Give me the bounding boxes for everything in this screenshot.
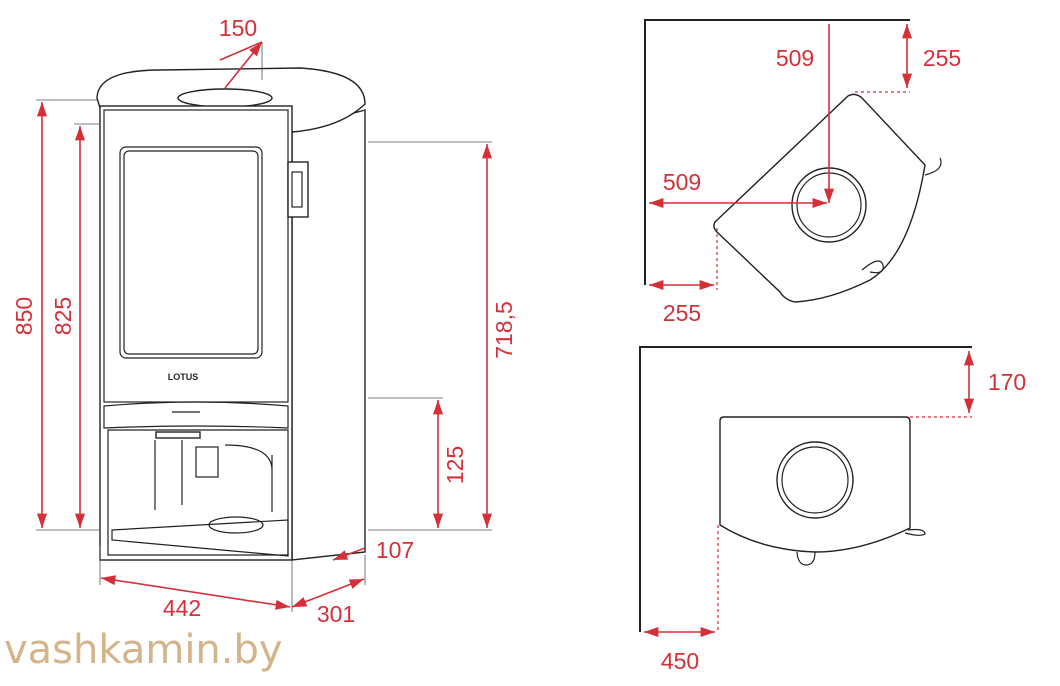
corner-guides [716,91,910,290]
log-store-inner-lines [154,440,273,512]
corner-dim-side-509: 509 [663,169,701,195]
door-handle [287,161,309,218]
stove-handles-wall [796,528,926,566]
wall-plan: 170 450 [639,346,1026,674]
corner-walls [644,19,910,285]
brand-label: LOTUS [168,372,199,382]
dim-total-height: 850 [11,297,37,335]
corner-plan: 509 255 509 255 [644,19,961,326]
flue-collar [177,88,273,108]
dim-width: 442 [163,595,201,621]
dim-rear-outlet-height: 125 [442,446,468,484]
floor-outlet [208,516,264,534]
stove-body [99,105,293,561]
stove-front-view: LOTUS [96,67,366,561]
stove-handles-corner [861,157,942,274]
door-handle-grip [291,171,303,208]
dim-rear-outlet-offset: 107 [376,537,414,563]
dim-line-442 [100,575,291,610]
flue-inner-wall [781,446,849,514]
dim-leader-150 [219,41,263,61]
log-store-floor [111,519,289,557]
window-inner-edge [123,150,259,355]
watermark: vashkamin.by [4,627,283,673]
front-dimensions: 850 825 718,5 125 150 107 442 301 [11,15,517,627]
corner-dim-top-255: 255 [923,45,961,71]
corner-dim-side-255: 255 [663,300,701,326]
rear-air-inlet [195,446,219,478]
dim-body-height: 825 [50,297,76,335]
dim-line-150 [224,41,263,89]
wall-guides [717,416,972,632]
straight-walls [639,346,972,632]
dim-line-107 [332,547,366,561]
corner-dim-top-509: 509 [776,45,814,71]
stove-window [119,146,263,359]
ash-pan-front [103,401,289,429]
air-slider [155,431,201,439]
wall-dim-side-450: 450 [661,648,699,674]
wall-dim-rear-170: 170 [988,369,1026,395]
dim-flue-diameter: 150 [219,15,257,41]
dim-flue-height: 718,5 [491,301,517,359]
flue-circle-wall [776,441,854,519]
dim-line-301 [291,578,365,608]
dim-depth: 301 [317,601,355,627]
